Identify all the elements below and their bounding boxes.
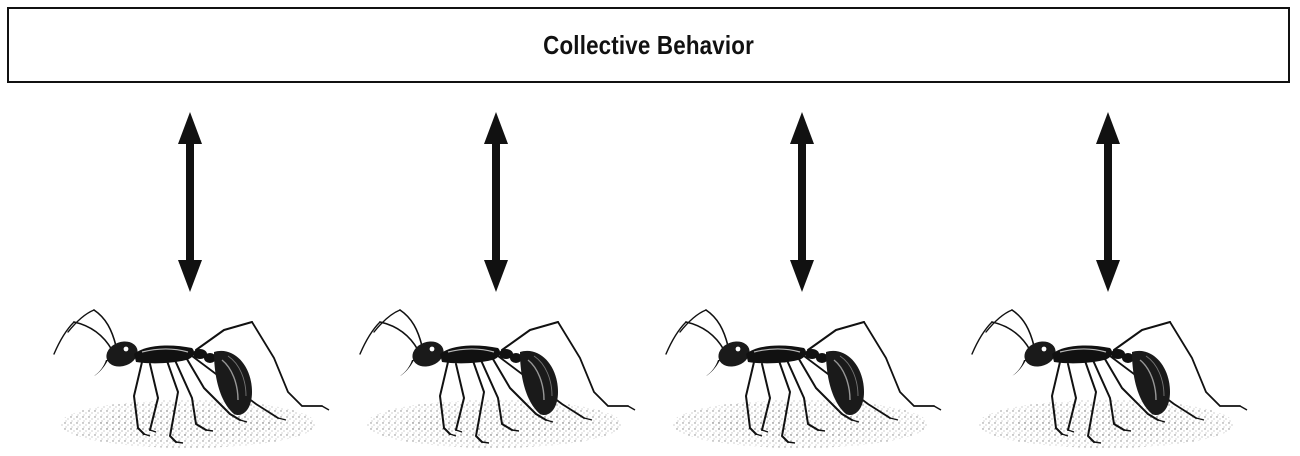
agent-unit-1	[46, 100, 346, 449]
collective-behavior-box: Collective Behavior	[7, 7, 1290, 83]
double-arrow-icon	[964, 100, 1264, 300]
ant-icon	[352, 296, 652, 456]
agent-unit-2	[352, 100, 652, 449]
double-arrow-icon	[352, 100, 652, 300]
ant-icon	[46, 296, 346, 456]
agent-unit-3	[658, 100, 958, 449]
ant-icon	[658, 296, 958, 456]
double-arrow-icon	[46, 100, 346, 300]
agent-unit-4	[964, 100, 1264, 449]
collective-behavior-title: Collective Behavior	[543, 30, 754, 61]
ant-icon	[964, 296, 1264, 456]
double-arrow-icon	[658, 100, 958, 300]
